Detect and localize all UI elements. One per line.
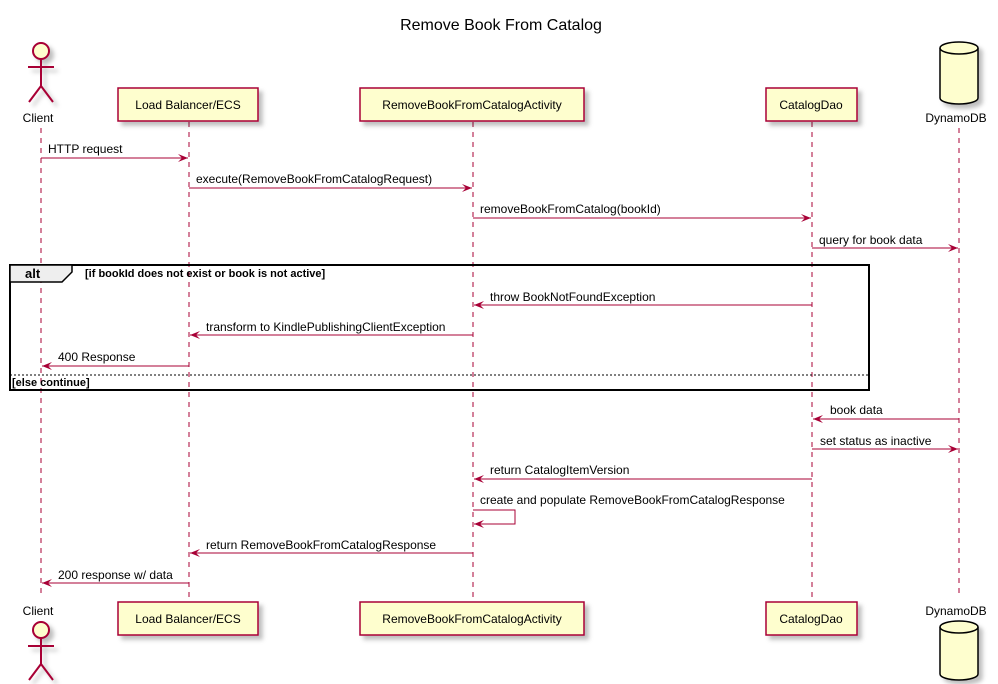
message-execute: execute(RemoveBookFromCatalogRequest) — [189, 172, 472, 192]
database-icon — [939, 41, 979, 105]
participant-label: CatalogDao — [779, 98, 843, 112]
alt-condition: [if bookId does not exist or book is not… — [85, 268, 326, 280]
actor-icon — [28, 42, 54, 103]
participant-label: Client — [23, 111, 54, 125]
message-label: return RemoveBookFromCatalogResponse — [206, 538, 436, 552]
participant-label: Load Balancer/ECS — [135, 612, 240, 626]
participant-catalog-dao-bottom: CatalogDao — [765, 601, 858, 636]
participants-top: Client Load Balancer/ECS RemoveBookFromC… — [23, 41, 987, 125]
message-book-data: book data — [813, 403, 959, 423]
message-label: return CatalogItemVersion — [490, 463, 629, 477]
message-create-response-self: create and populate RemoveBookFromCatalo… — [473, 493, 785, 528]
database-dynamodb-top: DynamoDB — [925, 41, 987, 125]
message-return-response: return RemoveBookFromCatalogResponse — [190, 538, 473, 557]
message-label: 200 response w/ data — [58, 568, 173, 582]
participant-label: DynamoDB — [925, 604, 986, 618]
participant-label: Load Balancer/ECS — [135, 98, 240, 112]
message-label: book data — [830, 403, 883, 417]
actor-client-bottom: Client — [23, 604, 54, 681]
message-label: throw BookNotFoundException — [490, 290, 655, 304]
message-label: set status as inactive — [820, 434, 932, 448]
database-dynamodb-bottom: DynamoDB — [925, 604, 987, 681]
message-label: query for book data — [819, 233, 923, 247]
participant-activity-top: RemoveBookFromCatalogActivity — [359, 87, 585, 122]
actor-icon — [28, 621, 54, 681]
message-label: 400 Response — [58, 350, 136, 364]
message-400-response: 400 Response — [42, 350, 189, 370]
message-set-status-inactive: set status as inactive — [812, 434, 958, 453]
message-label: transform to KindlePublishingClientExcep… — [206, 320, 445, 334]
message-label: HTTP request — [48, 142, 123, 156]
message-remove-book-from-catalog: removeBookFromCatalog(bookId) — [473, 202, 811, 222]
message-label: execute(RemoveBookFromCatalogRequest) — [196, 172, 432, 186]
message-query-book-data: query for book data — [812, 233, 958, 252]
participant-label: RemoveBookFromCatalogActivity — [382, 612, 561, 626]
message-label: removeBookFromCatalog(bookId) — [480, 202, 661, 216]
participant-label: RemoveBookFromCatalogActivity — [382, 98, 561, 112]
participant-load-balancer-top: Load Balancer/ECS — [117, 87, 259, 122]
diagram-title: Remove Book From Catalog — [400, 17, 602, 34]
message-transform-exception: transform to KindlePublishingClientExcep… — [190, 320, 473, 339]
message-label: create and populate RemoveBookFromCatalo… — [480, 493, 785, 507]
participant-label: CatalogDao — [779, 612, 843, 626]
alt-fragment: alt [if bookId does not exist or book is… — [9, 264, 870, 391]
message-throw-book-not-found: throw BookNotFoundException — [474, 290, 812, 309]
participants-bottom: Client Load Balancer/ECS RemoveBookFromC… — [23, 601, 987, 681]
lifelines — [40, 122, 960, 598]
message-http-request: HTTP request — [41, 142, 188, 162]
participant-catalog-dao-top: CatalogDao — [765, 87, 858, 122]
message-return-catalog-item-version: return CatalogItemVersion — [474, 463, 812, 483]
alt-keyword: alt — [25, 266, 41, 281]
participant-label: Client — [23, 604, 54, 618]
participant-load-balancer-bottom: Load Balancer/ECS — [117, 601, 259, 636]
alt-else-label: [else continue] — [12, 377, 90, 389]
participant-activity-bottom: RemoveBookFromCatalogActivity — [359, 601, 585, 636]
message-200-response: 200 response w/ data — [42, 568, 189, 587]
actor-client-top: Client — [23, 42, 54, 125]
database-icon — [939, 620, 979, 681]
messages: HTTP request execute(RemoveBookFromCatal… — [41, 142, 959, 587]
participant-label: DynamoDB — [925, 111, 986, 125]
